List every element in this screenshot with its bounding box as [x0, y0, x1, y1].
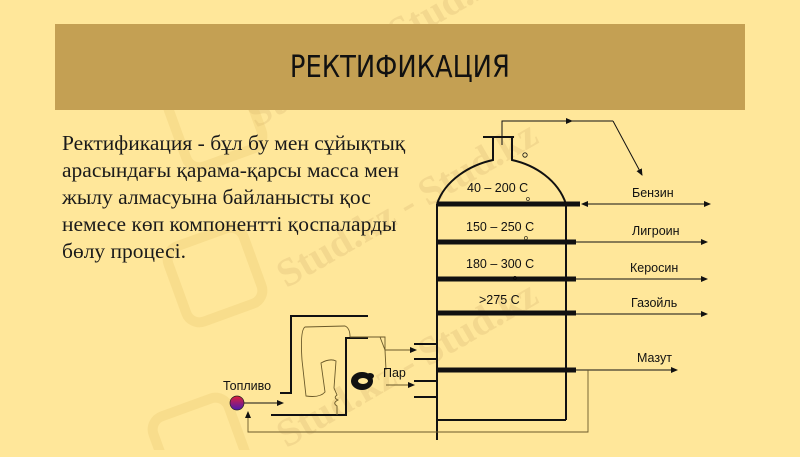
pump-icon — [351, 372, 374, 390]
logo-icon — [147, 392, 253, 450]
degree-mark — [522, 152, 528, 158]
definition-text: Ректификация - бұл бу мен сұйықтық арасы… — [62, 130, 452, 265]
fuel-pump-icon — [229, 395, 245, 411]
title-band: РЕКТИФИКАЦИЯ — [55, 24, 745, 110]
heating-coil — [300, 325, 387, 415]
degree-symbol: o — [526, 196, 530, 203]
furnace — [271, 315, 368, 416]
product-label-mazut: Мазут — [637, 351, 672, 365]
section-temp-label: 40 – 200 C — [467, 181, 528, 195]
text-line: немесе көп компонентті қоспаларды — [62, 212, 397, 236]
text-line: Ректификация - бұл бу мен сұйықтық — [62, 131, 406, 155]
text-line: бөлу процесі. — [62, 239, 187, 263]
recycle-line — [245, 370, 589, 433]
logo-icon — [162, 222, 268, 328]
section-temp-label: 180 – 300 C — [466, 257, 534, 271]
degree-symbol: o — [524, 235, 528, 242]
degree-symbol: o — [513, 275, 517, 282]
product-label-kerosin: Керосин — [630, 261, 678, 275]
product-label-ligroin: Лигроин — [632, 224, 680, 238]
section-temp-label: 150 – 250 C — [466, 220, 534, 234]
feed-inlets — [414, 343, 438, 398]
product-lines — [576, 201, 711, 373]
page-title: РЕКТИФИКАЦИЯ — [290, 49, 510, 85]
product-label-gazoil: Газойль — [631, 296, 677, 310]
vapor-outlet — [501, 118, 643, 176]
fuel-label: Топливо — [223, 379, 271, 393]
trays — [437, 201, 580, 373]
section-temp-label: >275 C — [479, 293, 520, 307]
text-line: арасындағы қарама-қарсы масса мен — [62, 158, 399, 182]
steam-label: Пар — [383, 366, 406, 380]
text-line: жылу алмасуына байланысты қос — [62, 185, 371, 209]
heated-feed-line — [350, 336, 417, 353]
product-label-benzin: Бензин — [632, 186, 674, 200]
